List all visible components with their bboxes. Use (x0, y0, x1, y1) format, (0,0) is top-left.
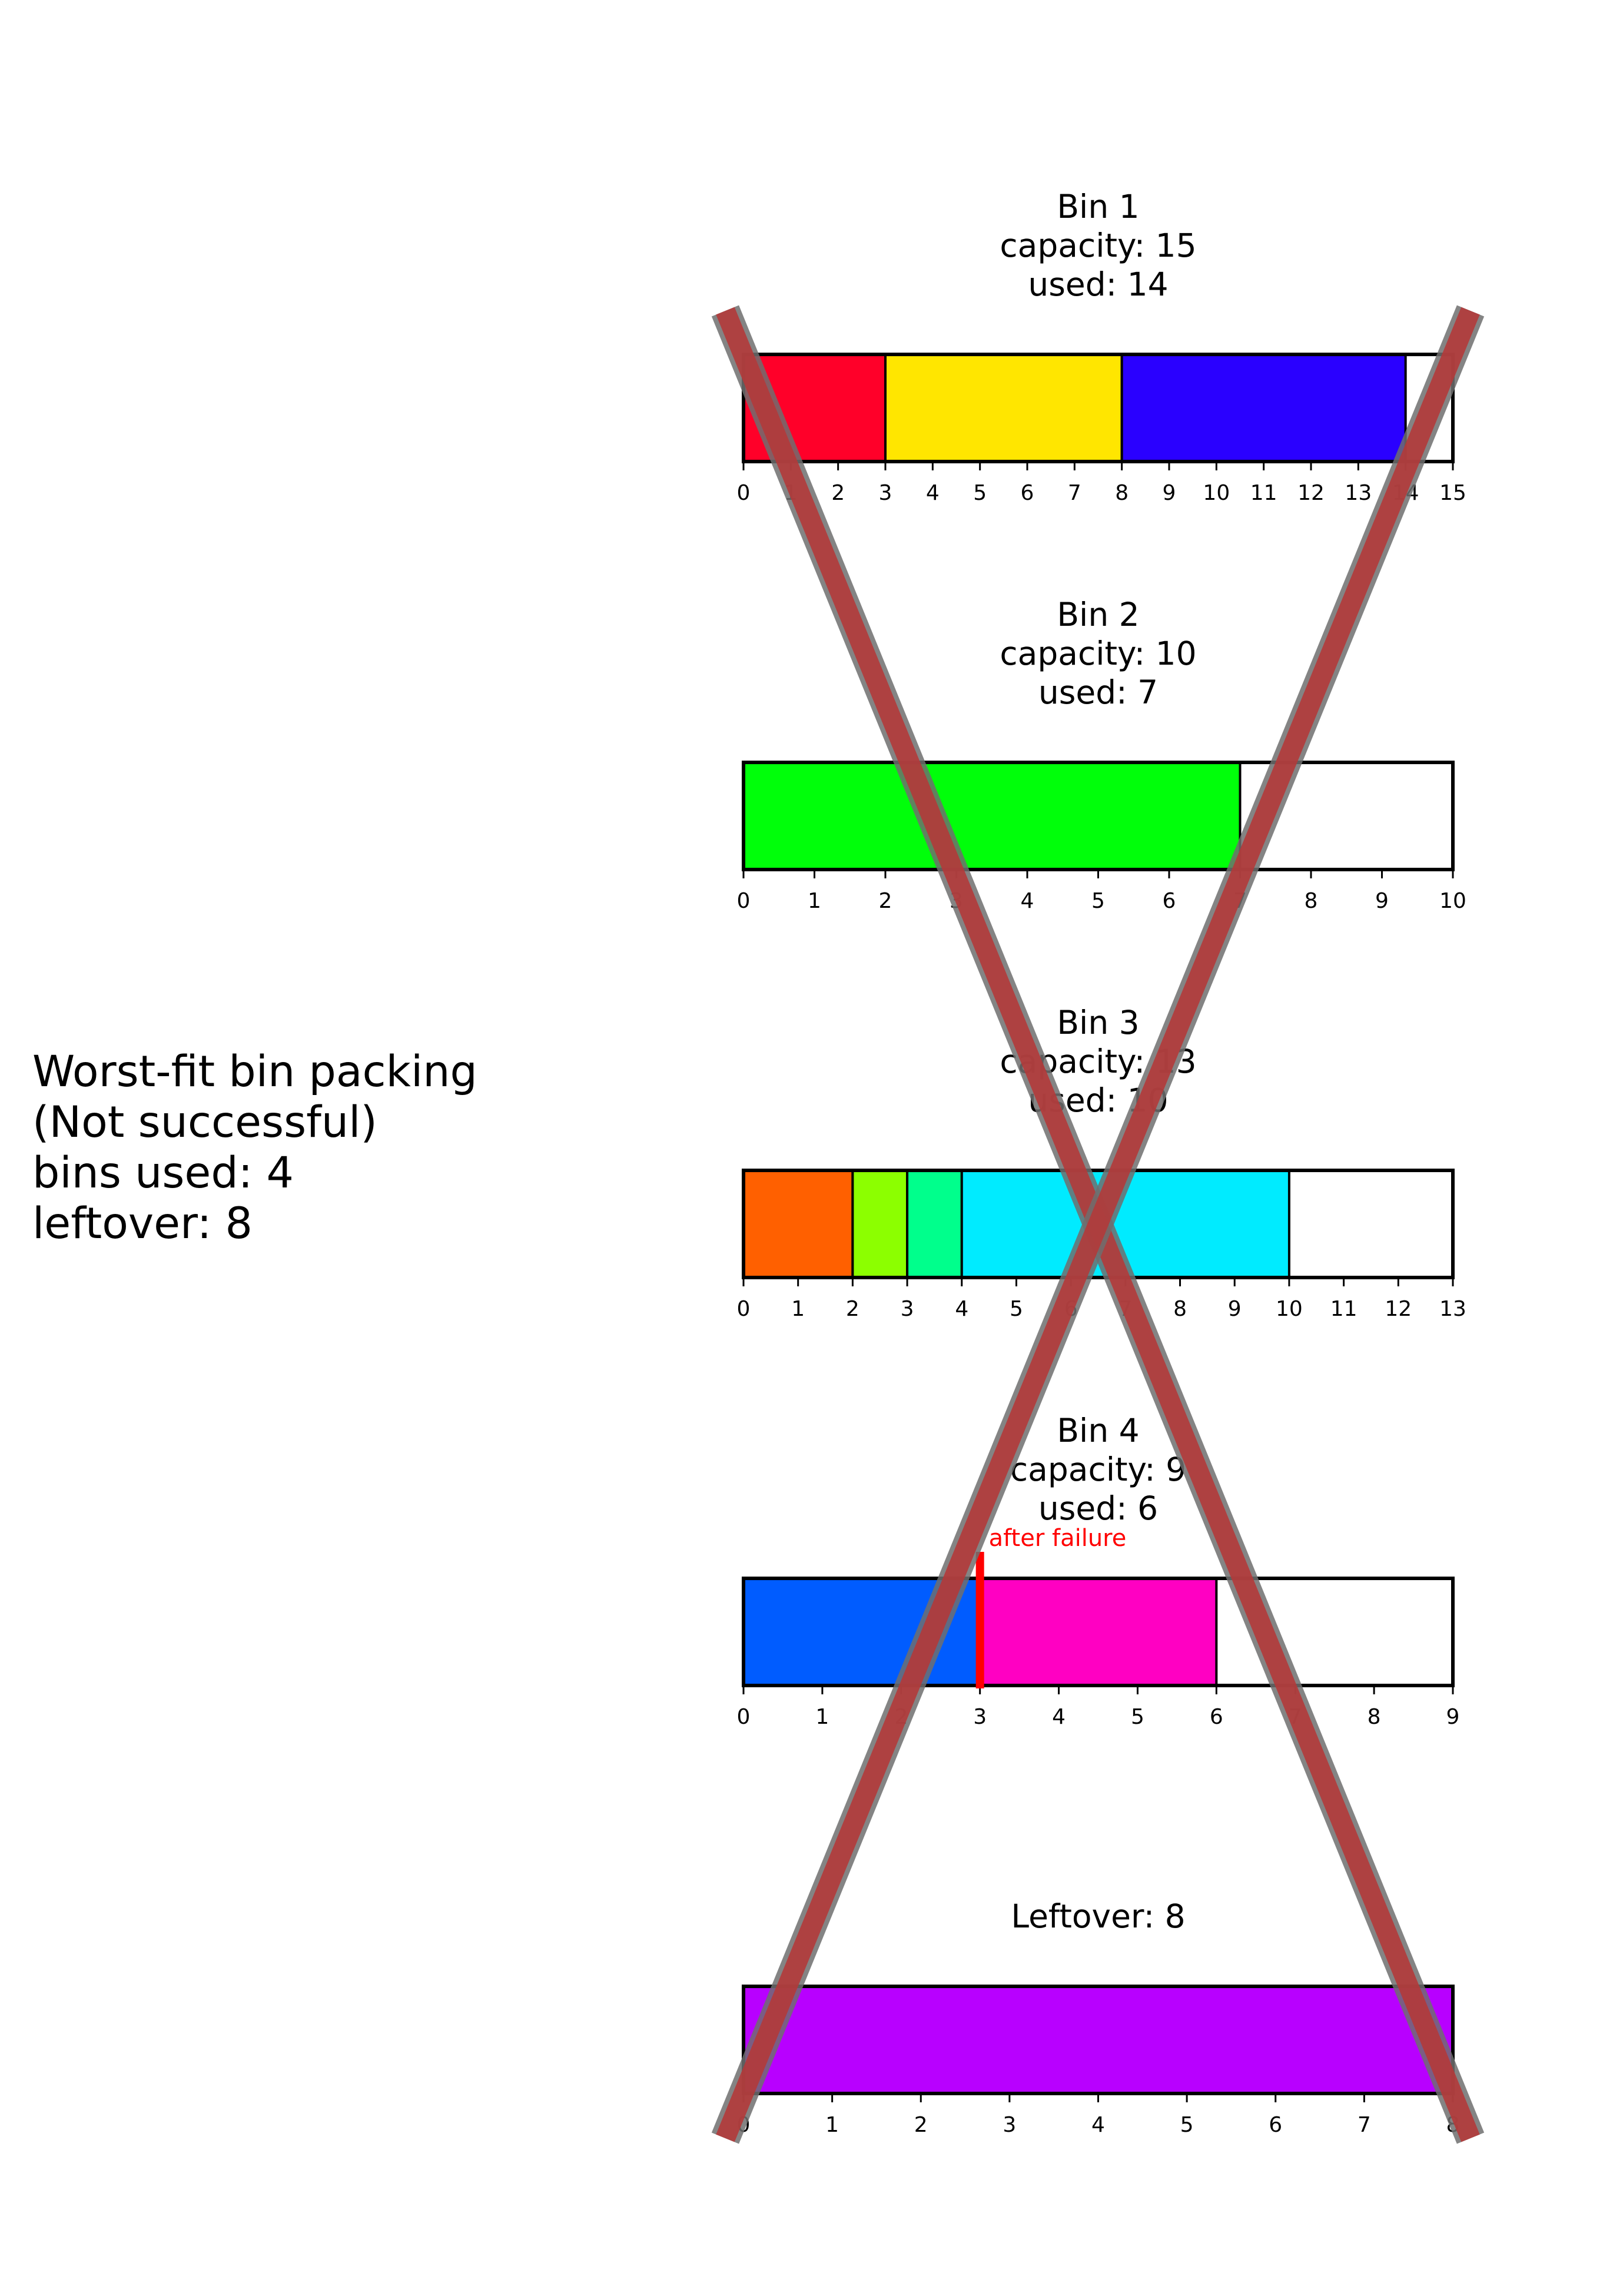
summary-bins-used: bins used: 4 (32, 1148, 294, 1198)
x-tick-label: 12 (1385, 1297, 1412, 1321)
x-tick-label: 8 (1173, 1297, 1187, 1321)
x-tick-label: 2 (831, 481, 845, 505)
x-tick-label: 4 (1052, 1705, 1066, 1729)
bin-title-line: capacity: 15 (1000, 227, 1196, 264)
x-tick-label: 3 (973, 1705, 987, 1729)
summary-status: (Not successful) (32, 1097, 377, 1147)
bin-outline (742, 1169, 1455, 1279)
failure-marker-label: after failure (989, 1525, 1127, 1552)
bin-title-line: used: 7 (1038, 673, 1158, 711)
item-segment (906, 1169, 963, 1279)
summary-leftover: leftover: 8 (32, 1199, 253, 1249)
x-tick-label: 15 (1439, 481, 1466, 505)
x-tick-label: 4 (1021, 889, 1034, 913)
x-tick-label: 7 (1358, 2113, 1371, 2137)
x-tick-label: 1 (808, 889, 821, 913)
x-tick-label: 12 (1297, 481, 1325, 505)
item-segment (978, 1577, 1218, 1687)
x-tick-label: 4 (926, 481, 940, 505)
x-tick-label: 6 (1269, 2113, 1282, 2137)
x-tick-label: 5 (973, 481, 987, 505)
bin-title-line: Bin 4 (1057, 1412, 1139, 1449)
x-tick-label: 9 (1228, 1297, 1242, 1321)
summary-title: Worst-fit bin packing (32, 1047, 477, 1097)
x-tick-label: 10 (1439, 889, 1466, 913)
x-tick-label: 0 (737, 481, 751, 505)
item-segment (742, 761, 1242, 871)
x-tick-label: 2 (879, 889, 892, 913)
bin-title-line: Bin 1 (1057, 188, 1139, 225)
bin-panel-5: Leftover: 8012345678 (737, 1897, 1460, 2137)
x-tick-label: 5 (1010, 1297, 1023, 1321)
x-tick-label: 3 (1003, 2113, 1016, 2137)
x-tick-label: 5 (1180, 2113, 1194, 2137)
bin-outline (742, 1577, 1455, 1687)
x-tick-label: 0 (737, 1705, 751, 1729)
x-tick-label: 13 (1439, 1297, 1466, 1321)
item-segment (742, 1985, 1454, 2095)
x-tick-label: 8 (1115, 481, 1129, 505)
bin-title-line: Bin 3 (1057, 1004, 1139, 1041)
item-segment (851, 1169, 909, 1279)
x-tick-label: 11 (1330, 1297, 1358, 1321)
x-tick-label: 1 (815, 1705, 829, 1729)
x-tick-label: 13 (1345, 481, 1372, 505)
x-tick-label: 5 (1091, 889, 1105, 913)
x-tick-label: 2 (914, 2113, 928, 2137)
bin-title-line: Leftover: 8 (1011, 1897, 1185, 1935)
x-tick-label: 6 (1021, 481, 1034, 505)
x-tick-label: 2 (846, 1297, 859, 1321)
x-tick-label: 8 (1368, 1705, 1381, 1729)
x-tick-label: 1 (825, 2113, 839, 2137)
x-tick-label: 9 (1375, 889, 1389, 913)
x-tick-label: 10 (1276, 1297, 1303, 1321)
x-tick-label: 3 (879, 481, 892, 505)
x-tick-label: 4 (1091, 2113, 1105, 2137)
bin-outline (742, 353, 1455, 463)
x-tick-label: 11 (1250, 481, 1277, 505)
x-tick-label: 5 (1131, 1705, 1144, 1729)
failure-cross-overlay (711, 305, 1485, 2144)
x-tick-label: 4 (955, 1297, 968, 1321)
x-tick-label: 7 (1068, 481, 1081, 505)
x-tick-label: 6 (1210, 1705, 1223, 1729)
x-tick-label: 1 (791, 1297, 805, 1321)
x-tick-label: 3 (901, 1297, 914, 1321)
x-tick-label: 0 (737, 889, 751, 913)
x-tick-label: 10 (1203, 481, 1230, 505)
bin-title-line: capacity: 10 (1000, 635, 1196, 672)
item-segment (742, 1169, 854, 1279)
x-tick-label: 6 (1163, 889, 1176, 913)
item-segment (884, 353, 1123, 463)
x-tick-label: 0 (737, 1297, 751, 1321)
x-tick-label: 9 (1163, 481, 1176, 505)
summary-text: Worst-fit bin packing (Not successful) b… (32, 1047, 477, 1249)
bin-title-line: used: 14 (1028, 266, 1168, 303)
bin-title-line: used: 6 (1038, 1489, 1158, 1527)
bin-title-line: Bin 2 (1057, 596, 1139, 633)
x-tick-label: 8 (1305, 889, 1318, 913)
x-tick-label: 9 (1446, 1705, 1460, 1729)
item-segment (1120, 353, 1407, 463)
bin-title-line: capacity: 9 (1010, 1451, 1186, 1488)
cross-line (716, 307, 1480, 2142)
